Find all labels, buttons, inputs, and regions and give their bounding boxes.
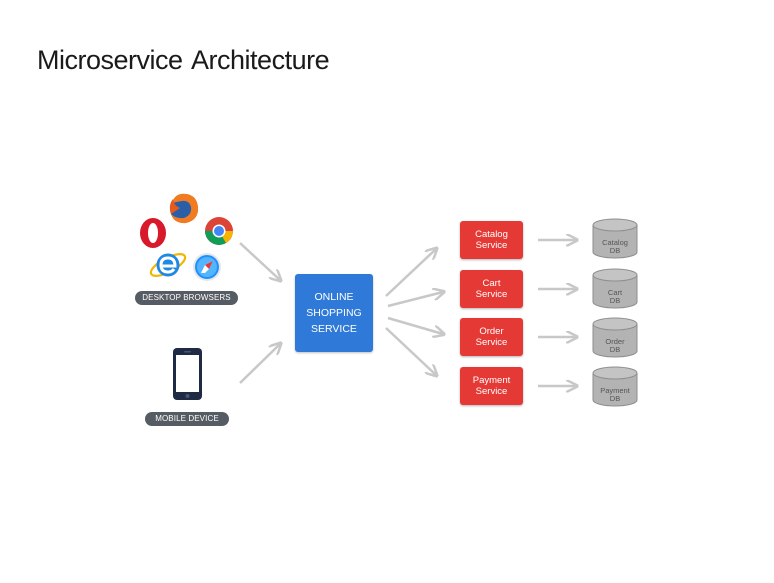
service-name: Catalog <box>475 229 508 240</box>
gateway-line-2: SHOPPING <box>306 307 362 319</box>
db-suffix: DB <box>609 394 621 403</box>
firefox-icon <box>169 193 199 224</box>
db-suffix: DB <box>609 246 621 255</box>
desktop-browsers-label: DESKTOP BROWSERS <box>135 291 238 305</box>
opera-icon <box>140 218 166 248</box>
db-name: Order <box>605 337 625 346</box>
payment-db-label: Payment DB <box>592 387 638 403</box>
service-suffix: Service <box>475 337 508 348</box>
gateway-line-3: SERVICE <box>311 323 357 335</box>
arrow-mobile-to-gateway <box>239 344 280 384</box>
slide-title: Microservice Architecture <box>37 45 330 75</box>
db-suffix: DB <box>609 296 621 305</box>
cart-db-label: Cart DB <box>592 289 638 305</box>
mobile-device-label: MOBILE DEVICE <box>145 412 229 426</box>
service-suffix: Service <box>475 386 508 397</box>
db-suffix: DB <box>609 345 621 354</box>
cart-service-box: Cart Service <box>460 270 523 308</box>
arrow-gateway-to-payment <box>385 327 436 375</box>
gateway-line-1: ONLINE <box>314 291 354 303</box>
order-db-icon <box>592 317 638 358</box>
arrow-browsers-to-gateway <box>239 242 280 280</box>
safari-icon <box>193 253 221 281</box>
payment-service-box: Payment Service <box>460 367 523 405</box>
service-suffix: Service <box>475 289 508 300</box>
service-suffix: Service <box>475 240 508 251</box>
service-name: Payment <box>472 375 511 386</box>
arrow-gateway-to-order <box>387 316 443 334</box>
db-name: Cart <box>607 288 623 297</box>
catalog-service-box: Catalog Service <box>460 221 523 259</box>
smartphone-icon <box>173 348 202 400</box>
arrow-gateway-to-catalog <box>385 249 436 297</box>
online-shopping-service-box: ONLINE SHOPPING SERVICE <box>295 274 373 352</box>
catalog-db-label: Catalog DB <box>592 239 638 255</box>
chrome-icon <box>205 217 233 245</box>
internet-explorer-icon <box>149 253 187 277</box>
order-service-box: Order Service <box>460 318 523 356</box>
payment-db-icon <box>592 366 638 407</box>
cart-db-icon <box>592 268 638 309</box>
arrow-gateway-to-cart <box>387 292 443 308</box>
service-name: Order <box>479 326 504 337</box>
db-name: Catalog <box>602 238 628 247</box>
db-name: Payment <box>600 386 630 395</box>
service-name: Cart <box>482 278 501 289</box>
order-db-label: Order DB <box>592 338 638 354</box>
catalog-db-icon <box>592 218 638 259</box>
